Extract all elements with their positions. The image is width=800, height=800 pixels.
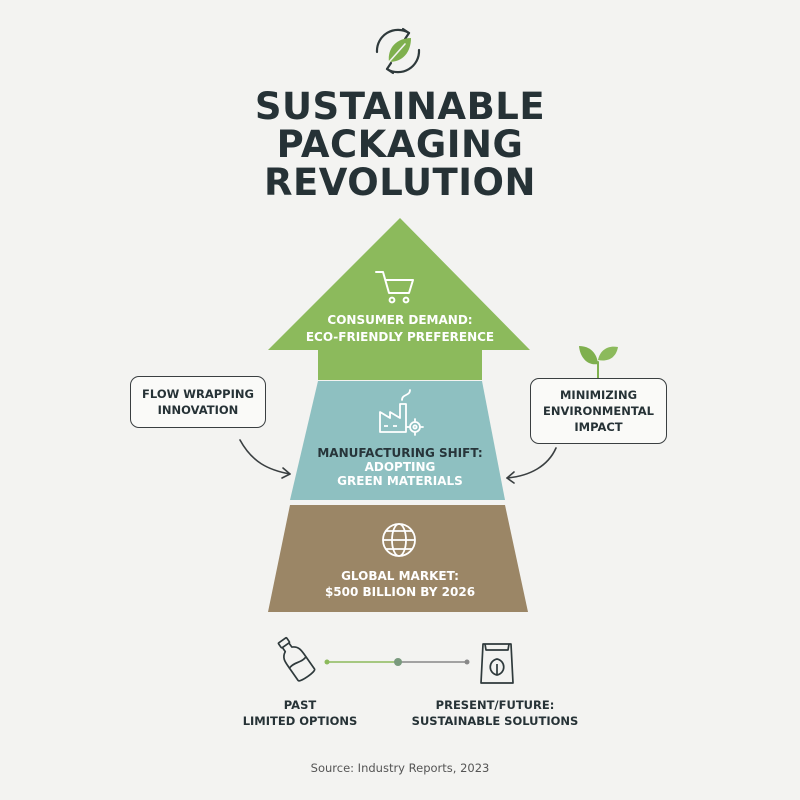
title-line-3: REVOLUTION <box>264 161 536 204</box>
sprout-icon <box>579 346 618 381</box>
callout-left-line-1: FLOW WRAPPING <box>142 387 254 401</box>
timeline-future-label: PRESENT/FUTURE: SUSTAINABLE SOLUTIONS <box>395 697 595 729</box>
tier-manufacturing-line-2: ADOPTING <box>365 460 436 474</box>
callout-left-line-2: INNOVATION <box>157 403 239 417</box>
callout-environmental-impact: MINIMIZING ENVIRONMENTAL IMPACT <box>530 378 667 444</box>
tier-consumer-line-2: ECO-FRIENDLY PREFERENCE <box>306 330 494 344</box>
plastic-bottle-icon <box>277 637 316 682</box>
past-label-line-2: LIMITED OPTIONS <box>242 714 358 728</box>
page-title: SUSTAINABLE PACKAGING REVOLUTION <box>0 88 800 202</box>
callout-right-line-2: ENVIRONMENTAL <box>542 404 655 418</box>
tier-consumer-shape <box>268 218 530 380</box>
callout-right-line-1: MINIMIZING <box>559 388 638 402</box>
tier-manufacturing-line-1: MANUFACTURING SHIFT: <box>317 446 482 460</box>
tier-manufacturing-shape <box>290 381 505 500</box>
future-label-line-1: PRESENT/FUTURE: <box>435 698 555 712</box>
eco-pouch-icon <box>480 643 514 684</box>
timeline-dot-start <box>324 659 330 665</box>
future-label-line-2: SUSTAINABLE SOLUTIONS <box>411 714 579 728</box>
callout-right-line-3: IMPACT <box>574 420 623 434</box>
tier-market-line-2: $500 BILLION BY 2026 <box>325 585 475 599</box>
tier-market-shape <box>268 505 528 612</box>
globe-icon <box>382 523 416 557</box>
timeline-past-label: PAST LIMITED OPTIONS <box>220 697 380 729</box>
title-line-1: SUSTAINABLE <box>254 85 546 128</box>
timeline <box>324 658 470 666</box>
right-callout-arrow <box>506 447 557 484</box>
leaf-recycle-icon <box>375 27 421 75</box>
tier-manufacturing-line-3: GREEN MATERIALS <box>337 474 463 488</box>
tier-consumer-line-1: CONSUMER DEMAND: <box>327 313 472 327</box>
timeline-dot-mid <box>394 658 402 666</box>
left-callout-arrow <box>239 439 291 479</box>
callout-flow-wrapping: FLOW WRAPPING INNOVATION <box>130 376 266 428</box>
title-line-2: PACKAGING <box>276 123 524 166</box>
timeline-dot-end <box>464 659 470 665</box>
shopping-cart-icon <box>375 271 414 304</box>
tier-market-line-1: GLOBAL MARKET: <box>341 569 459 583</box>
source-note: Source: Industry Reports, 2023 <box>310 761 490 775</box>
past-label-line-1: PAST <box>283 698 317 712</box>
factory-gear-icon <box>379 389 424 436</box>
